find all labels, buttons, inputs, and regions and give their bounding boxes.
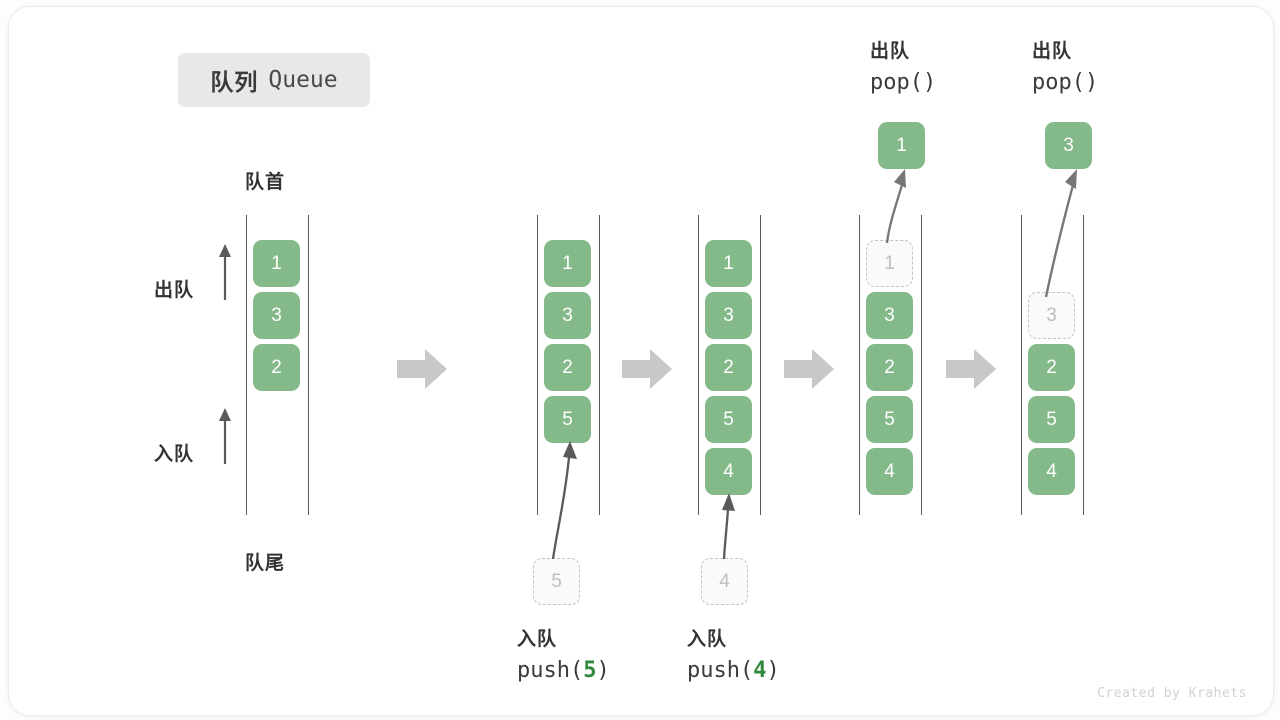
rail-left-3 bbox=[698, 215, 699, 515]
queue-element: 5 bbox=[866, 396, 913, 443]
queue-element: 3 bbox=[705, 292, 752, 339]
rail-left-4 bbox=[859, 215, 860, 515]
push-motion-arrow-icon bbox=[539, 439, 589, 561]
step-arrow-icon bbox=[946, 347, 998, 391]
push-motion-arrow-icon bbox=[707, 491, 747, 561]
queue-element: 4 bbox=[1028, 448, 1075, 495]
queue-head-label: 队首 bbox=[245, 172, 286, 193]
title-english: Queue bbox=[268, 67, 338, 93]
title-badge: 队列 Queue bbox=[178, 53, 370, 107]
queue-element: 1 bbox=[253, 240, 300, 287]
push-direction-arrow-icon bbox=[217, 408, 233, 464]
queue-element: 4 bbox=[866, 448, 913, 495]
push-caption-cn: 入队 bbox=[517, 629, 558, 650]
push-5-caption: 入队 push(5) bbox=[517, 625, 610, 687]
queue-element: 1 bbox=[544, 240, 591, 287]
queue-element: 3 bbox=[253, 292, 300, 339]
queue-element: 2 bbox=[866, 344, 913, 391]
pop-caption-cn: 出队 bbox=[1032, 41, 1073, 62]
pop-3-caption: 出队 pop() bbox=[1032, 37, 1098, 99]
rail-right-4 bbox=[921, 215, 922, 515]
queue-element: 4 bbox=[705, 448, 752, 495]
step-arrow-icon bbox=[784, 347, 836, 391]
step-arrow-icon bbox=[397, 347, 449, 391]
pop-result-element: 3 bbox=[1045, 122, 1092, 169]
pop-direction-arrow-icon bbox=[217, 244, 233, 300]
queue-element: 5 bbox=[544, 396, 591, 443]
queue-element: 1 bbox=[705, 240, 752, 287]
pop-direction-label: 出队 bbox=[154, 280, 195, 301]
rail-left-1 bbox=[246, 215, 247, 515]
pop-1-caption: 出队 pop() bbox=[870, 37, 936, 99]
popped-ghost-element: 3 bbox=[1028, 292, 1075, 339]
push-caption-code: push(5) bbox=[517, 658, 610, 683]
pop-caption-cn: 出队 bbox=[870, 41, 911, 62]
queue-element: 5 bbox=[1028, 396, 1075, 443]
rail-left-2 bbox=[537, 215, 538, 515]
footer-credit: Created by Krahets bbox=[1097, 686, 1247, 701]
push-caption-cn: 入队 bbox=[687, 629, 728, 650]
rail-right-2 bbox=[599, 215, 600, 515]
queue-element: 2 bbox=[253, 344, 300, 391]
queue-element: 2 bbox=[705, 344, 752, 391]
step-arrow-icon bbox=[622, 347, 674, 391]
rail-right-5 bbox=[1083, 215, 1084, 515]
rail-right-3 bbox=[760, 215, 761, 515]
push-direction-label: 入队 bbox=[154, 444, 195, 465]
pop-motion-arrow-icon bbox=[867, 167, 913, 245]
queue-element: 5 bbox=[705, 396, 752, 443]
queue-tail-label: 队尾 bbox=[245, 553, 286, 574]
queue-element: 2 bbox=[544, 344, 591, 391]
push-source-element: 5 bbox=[533, 558, 580, 605]
pop-caption-code: pop() bbox=[1032, 70, 1099, 95]
queue-element: 3 bbox=[866, 292, 913, 339]
popped-ghost-element: 1 bbox=[866, 240, 913, 287]
diagram-card: 队列 Queue 队首 队尾 出队 入队 1 3 2 bbox=[8, 6, 1274, 716]
queue-element: 3 bbox=[544, 292, 591, 339]
rail-right-1 bbox=[308, 215, 309, 515]
title-chinese: 队列 bbox=[210, 69, 259, 95]
push-caption-code: push(4) bbox=[687, 658, 780, 683]
pop-caption-code: pop() bbox=[870, 70, 937, 95]
push-4-caption: 入队 push(4) bbox=[687, 625, 780, 687]
pop-result-element: 1 bbox=[878, 122, 925, 169]
queue-element: 2 bbox=[1028, 344, 1075, 391]
rail-left-5 bbox=[1021, 215, 1022, 515]
pop-motion-arrow-icon bbox=[1031, 167, 1085, 299]
push-source-element: 4 bbox=[701, 558, 748, 605]
